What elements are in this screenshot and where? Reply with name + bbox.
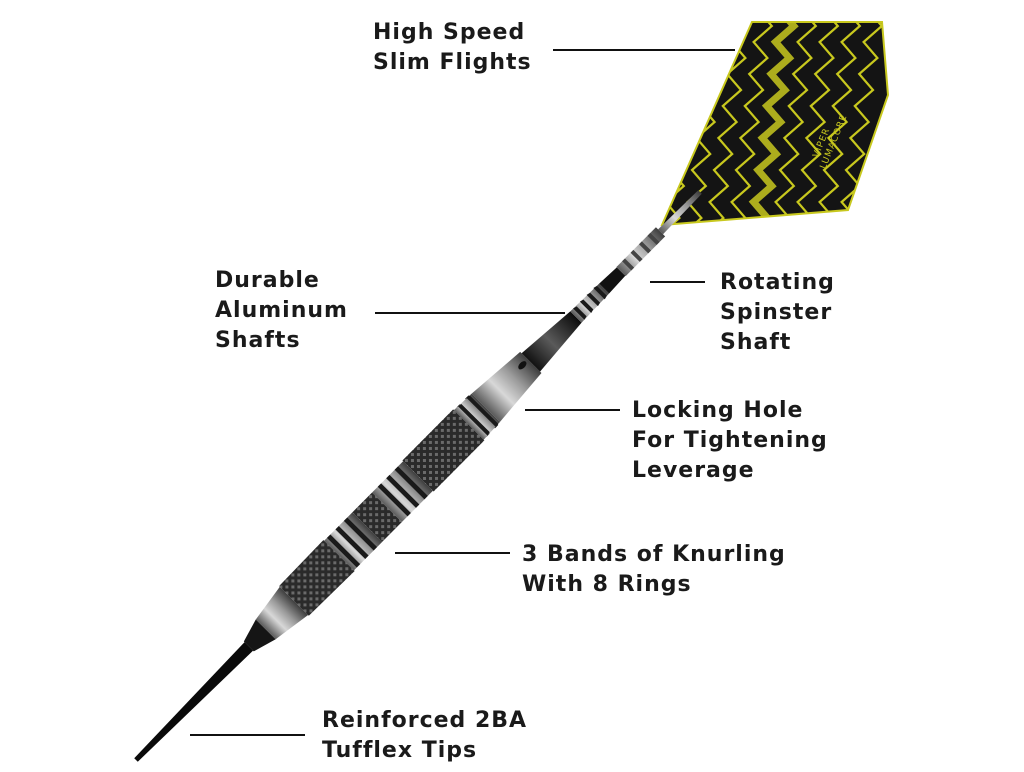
- callout-line: Locking Hole: [632, 398, 804, 423]
- flight-zigzag-stripe: [792, 22, 840, 225]
- spinster-top: [616, 227, 666, 277]
- callout-locking-hole: Locking Hole For Tightening Leverage: [632, 396, 828, 486]
- shaft-ring: [579, 299, 594, 313]
- callout-line: Reinforced 2BA: [322, 708, 528, 733]
- locking-hole: [518, 361, 527, 370]
- callout-line: For Tightening: [632, 428, 828, 453]
- barrel-ring: [457, 403, 490, 436]
- spinster-ring: [647, 232, 660, 245]
- flight-outline: [660, 21, 890, 227]
- leader-lines: [190, 49, 735, 736]
- shaft-ring: [593, 285, 607, 300]
- soft-tip: [134, 642, 254, 762]
- shaft-ring-section: [570, 283, 610, 323]
- callout-tips: Reinforced 2BA Tufflex Tips: [322, 706, 527, 766]
- spinster-ring: [639, 241, 652, 254]
- callout-spinster-shaft: Rotating Spinster Shaft: [720, 268, 835, 358]
- flight: VIPER LUMACORE: [660, 21, 890, 227]
- callout-line: Rotating: [720, 270, 835, 295]
- callout-line: Shafts: [215, 328, 301, 353]
- flight-zigzag-stripe: [726, 22, 774, 225]
- callout-line: 3 Bands of Knurling: [522, 542, 786, 567]
- callout-line: Shaft: [720, 330, 792, 355]
- barrel-ring: [335, 525, 369, 559]
- callout-line: Aluminum: [215, 298, 348, 323]
- dart-axis-group: [134, 190, 702, 762]
- flight-zigzag-stripe: [814, 22, 862, 225]
- flight-stem: [658, 190, 702, 235]
- callout-line: With 8 Rings: [522, 572, 692, 597]
- spinster-ring: [630, 249, 643, 262]
- callout-line: Durable: [215, 268, 320, 293]
- barrel-ring: [394, 466, 428, 500]
- flight-zigzag-stripe: [770, 22, 818, 225]
- barrel-nose: [255, 586, 309, 640]
- tip-socket: [243, 619, 276, 652]
- knurl-band-1: [279, 540, 355, 616]
- callout-line: Spinster: [720, 300, 833, 325]
- shaft-ring: [573, 306, 587, 320]
- flight-zigzag-stripe: [746, 22, 799, 225]
- callout-line: Slim Flights: [373, 50, 532, 75]
- aluminum-shaft: [521, 311, 582, 372]
- barrel-ring-section: [453, 393, 500, 440]
- spinster-ring: [622, 258, 635, 271]
- shaft-collar: [599, 267, 626, 294]
- knurl-band-2: [352, 492, 402, 542]
- barrel-ring: [377, 483, 411, 517]
- dart-body: [134, 190, 702, 762]
- callout-line: Leverage: [632, 458, 755, 483]
- barrel-ring: [466, 395, 499, 428]
- callout-knurling: 3 Bands of Knurling With 8 Rings: [522, 540, 786, 600]
- callout-flights: High Speed Slim Flights: [373, 18, 532, 78]
- barrel-ring: [386, 474, 420, 508]
- callout-line: Tufflex Tips: [322, 738, 478, 763]
- callout-aluminum-shafts: Durable Aluminum Shafts: [215, 266, 348, 356]
- barrel-ring: [326, 534, 361, 568]
- shaft-ring: [586, 292, 601, 307]
- barrel-rear: [471, 351, 542, 422]
- callout-line: High Speed: [373, 20, 526, 45]
- barrel-ring: [343, 517, 378, 551]
- knurl-band-3: [402, 409, 485, 492]
- flight-zigzag-stripe: [836, 22, 884, 225]
